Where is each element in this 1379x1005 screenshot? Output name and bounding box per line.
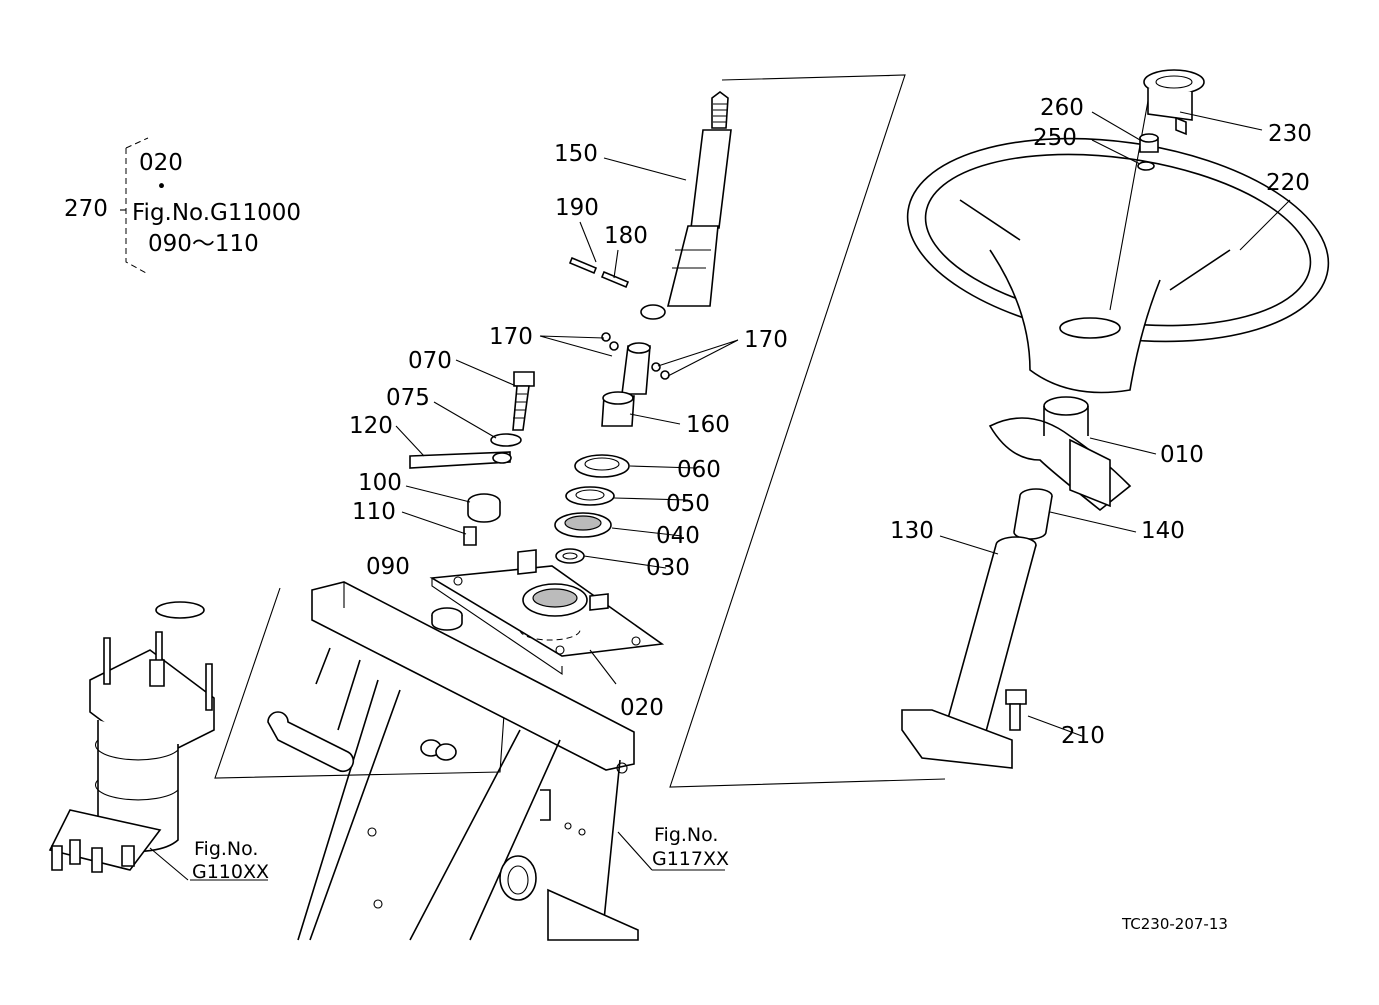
callout-230: 230 bbox=[1268, 121, 1312, 147]
callout-050: 050 bbox=[666, 491, 710, 517]
callout-140: 140 bbox=[1141, 518, 1185, 544]
ref-left-line-1: Fig.No. bbox=[194, 838, 259, 860]
callout-030: 030 bbox=[646, 555, 690, 581]
callout-220: 220 bbox=[1266, 170, 1310, 196]
callout-075: 075 bbox=[386, 385, 430, 411]
bearing-stack bbox=[554, 454, 630, 564]
callout-020: 020 bbox=[620, 695, 664, 721]
callout-150: 150 bbox=[554, 141, 598, 167]
callout-060: 060 bbox=[677, 457, 721, 483]
coupling bbox=[601, 342, 651, 427]
callout-010: 010 bbox=[1160, 442, 1204, 468]
callout-110: 110 bbox=[352, 499, 396, 525]
drawing-code: TC230-207-13 bbox=[1122, 915, 1228, 933]
steering-unit bbox=[48, 601, 215, 873]
column-plate bbox=[429, 549, 665, 676]
dust-cover bbox=[988, 396, 1132, 512]
kit-line-3: Fig.No.G11000 bbox=[132, 200, 302, 226]
callout-160: 160 bbox=[686, 412, 730, 438]
ref-right-line-2: G117XX bbox=[652, 848, 730, 870]
kit-line-2: ・ bbox=[150, 174, 173, 200]
callout-250: 250 bbox=[1033, 125, 1077, 151]
callout-210: 210 bbox=[1061, 723, 1105, 749]
left-hardware bbox=[409, 371, 535, 631]
wheel-cap bbox=[1137, 69, 1205, 171]
steering-shaft bbox=[640, 91, 732, 320]
callout-130: 130 bbox=[890, 518, 934, 544]
kit-line-4: 090～110 bbox=[148, 231, 259, 257]
ref-left-line-2: G110XX bbox=[192, 861, 270, 883]
kit-line-1: 020 bbox=[139, 150, 183, 176]
callout-100: 100 bbox=[358, 470, 402, 496]
callout-170-left: 170 bbox=[489, 324, 533, 350]
callout-120: 120 bbox=[349, 413, 393, 439]
column-tube bbox=[901, 488, 1053, 769]
kit-number: 270 bbox=[64, 196, 108, 222]
callout-090: 090 bbox=[366, 554, 410, 580]
callout-170-right: 170 bbox=[744, 327, 788, 353]
dash-frame bbox=[267, 581, 639, 941]
roll-pins bbox=[568, 256, 630, 289]
callout-070: 070 bbox=[408, 348, 452, 374]
callout-260: 260 bbox=[1040, 95, 1084, 121]
leader-lines bbox=[120, 111, 1291, 881]
steering-wheel bbox=[906, 89, 1330, 394]
callout-180: 180 bbox=[604, 223, 648, 249]
callout-190: 190 bbox=[555, 195, 599, 221]
frame-lines bbox=[125, 74, 946, 788]
callout-040: 040 bbox=[656, 523, 700, 549]
ref-right-line-1: Fig.No. bbox=[654, 824, 719, 846]
